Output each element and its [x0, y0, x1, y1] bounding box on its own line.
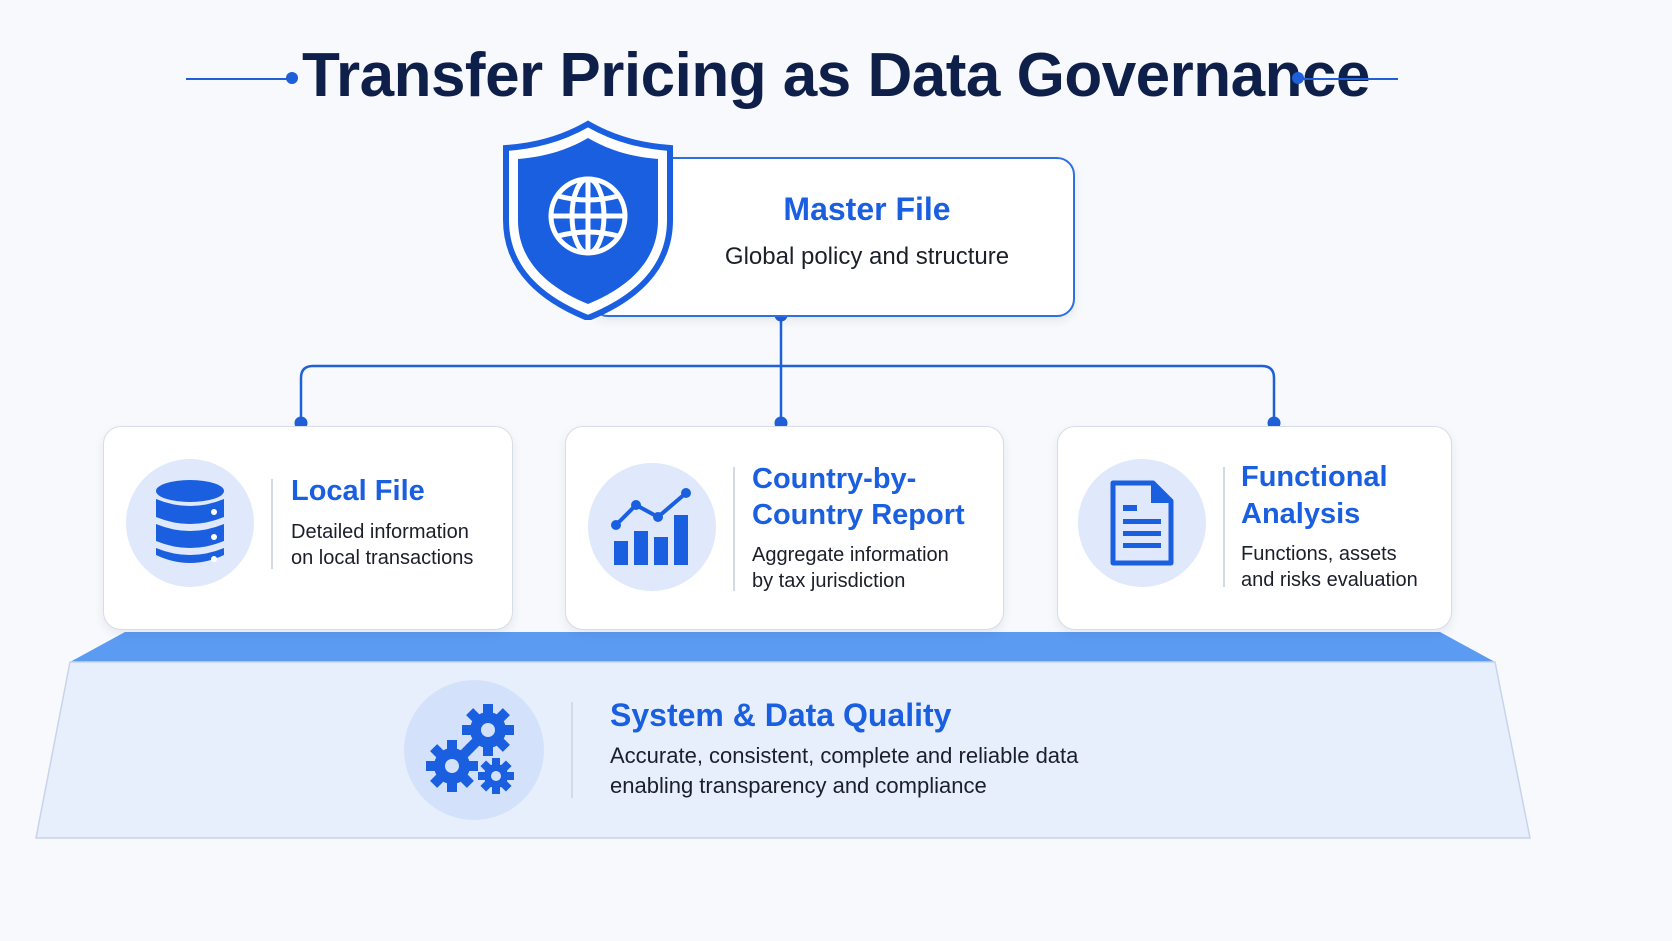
- title-rule-left: [186, 78, 290, 80]
- page-title: Transfer Pricing as Data Governance: [302, 41, 1370, 110]
- cbcr-title-line-1: Country-by-: [752, 463, 917, 495]
- functional-analysis-desc-line-1: Functions, assets: [1241, 543, 1397, 565]
- local-file-divider: [271, 479, 273, 569]
- functional-analysis-divider: [1223, 467, 1225, 587]
- document-icon: [1110, 480, 1174, 566]
- local-file-desc-line-1: Detailed information: [291, 521, 469, 543]
- master-file-description: Global policy and structure: [724, 243, 1010, 270]
- functional-analysis-desc-line-2: and risks evaluation: [1241, 569, 1418, 591]
- local-file-icon-circle: [126, 459, 254, 587]
- master-file-title: Master File: [783, 191, 951, 227]
- bar-chart-trend-icon: [611, 488, 691, 565]
- functional-analysis-title-line-2: Analysis: [1241, 498, 1361, 530]
- title-row: Transfer Pricing as Data Governance: [0, 36, 1672, 116]
- functional-analysis-card: Functional Analysis Functions, assets an…: [1057, 426, 1452, 630]
- cbcr-icon-circle: [588, 463, 716, 591]
- foundation-title: System & Data Quality: [610, 697, 952, 733]
- foundation-icon-circle: [404, 680, 544, 820]
- connector-branch: [299, 364, 1276, 423]
- local-file-desc-line-2: on local transactions: [291, 547, 474, 569]
- title-dot-left: [286, 72, 298, 84]
- foundation-desc-line-1: Accurate, consistent, complete and relia…: [610, 743, 1079, 768]
- platform-front: [35, 661, 1531, 839]
- cbcr-desc-line-2: by tax jurisdiction: [752, 570, 906, 592]
- shield-globe-icon: [503, 120, 673, 320]
- cbcr-title-line-2: Country Report: [752, 499, 965, 531]
- cbcr-divider: [733, 467, 735, 591]
- foundation-desc-line-2: enabling transparency and compliance: [610, 773, 987, 798]
- foundation-divider: [571, 702, 573, 798]
- gears-icon: [426, 704, 514, 794]
- title-rule-right: [1300, 78, 1398, 80]
- local-file-title: Local File: [291, 475, 425, 507]
- title-dot-right: [1292, 72, 1304, 84]
- database-icon: [156, 480, 224, 563]
- functional-analysis-icon-circle: [1078, 459, 1206, 587]
- local-file-card: Local File Detailed information on local…: [103, 426, 513, 630]
- platform-top-edge: [70, 632, 1495, 662]
- cbcr-card: Country-by- Country Report Aggregate inf…: [565, 426, 1004, 630]
- functional-analysis-title-line-1: Functional: [1241, 461, 1388, 493]
- cbcr-desc-line-1: Aggregate information: [752, 544, 949, 566]
